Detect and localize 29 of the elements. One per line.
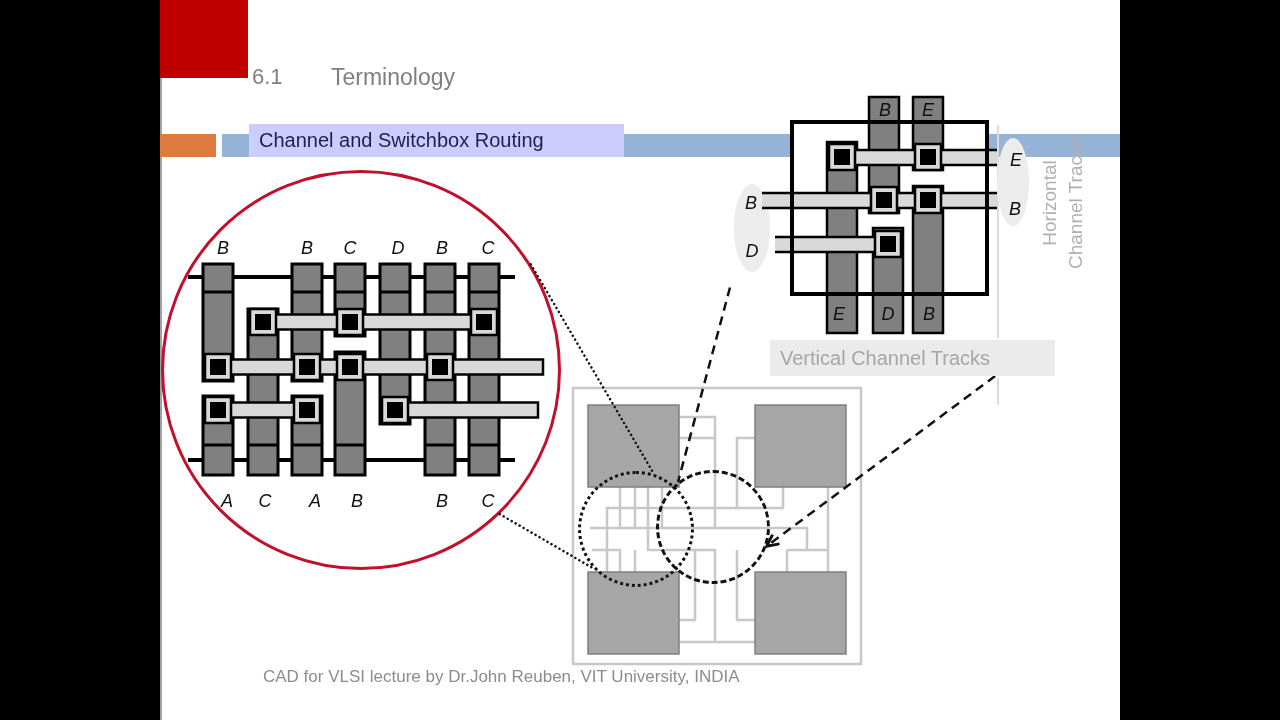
pin-label: B	[217, 239, 229, 257]
pin-label: B	[745, 194, 757, 212]
pin-label: B	[301, 239, 313, 257]
pin-label: B	[351, 492, 363, 510]
pin-label: A	[309, 492, 321, 510]
slide-title: Terminology	[331, 63, 455, 91]
pin-label: C	[481, 492, 495, 510]
label-panel: Vertical Channel Tracks	[770, 340, 1055, 376]
pin-label: B	[879, 101, 891, 119]
pin-label: D	[881, 305, 895, 323]
pin-label: C	[481, 239, 495, 257]
zoom-line	[498, 512, 595, 570]
pin-label: D	[745, 242, 759, 260]
pin-label: B	[923, 305, 935, 323]
track-label: Horizontal Channel Tracks	[1038, 136, 1087, 271]
pin-label: B	[436, 239, 448, 257]
pin-label: C	[343, 239, 357, 257]
pin-label: D	[391, 239, 405, 257]
pin-label: E	[922, 101, 934, 119]
pin-label: B	[1009, 200, 1021, 218]
section-number: 6.1	[252, 64, 283, 90]
footer-text: CAD for VLSI lecture by Dr.John Reuben, VIT University, INDIA	[263, 667, 740, 687]
subtitle-banner: Channel and Switchbox Routing	[249, 124, 624, 157]
pin-label: C	[258, 492, 272, 510]
pin-label: B	[436, 492, 448, 510]
pin-label: A	[221, 492, 233, 510]
pin-label: E	[833, 305, 845, 323]
pin-label: E	[1010, 151, 1022, 169]
pointer-arrow	[765, 375, 996, 548]
